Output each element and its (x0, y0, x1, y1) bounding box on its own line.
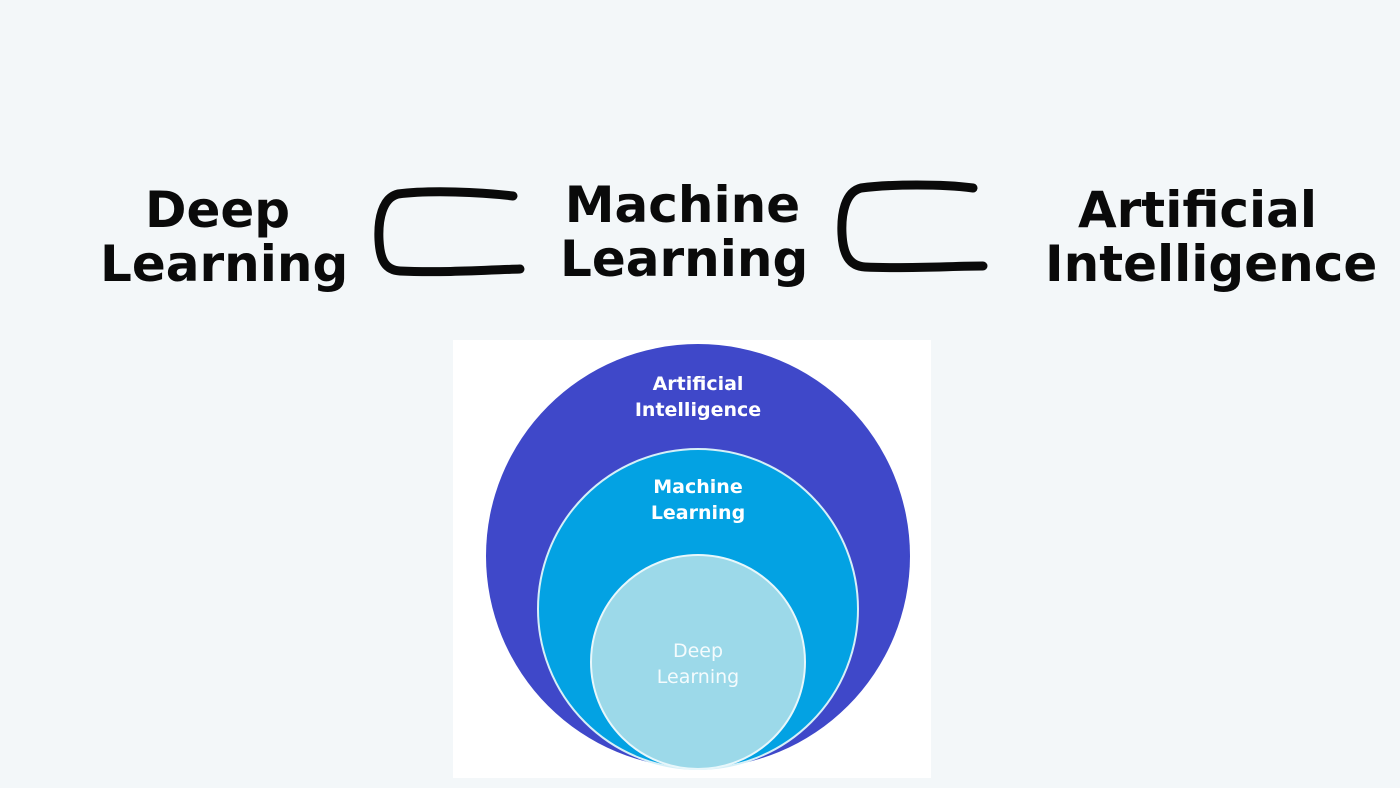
term-machine-learning-line-2: Learning (560, 230, 809, 288)
nested-venn-diagram: Artificial Intelligence Machine Learning… (453, 340, 931, 778)
venn-label-deep-line-2: Learning (657, 666, 740, 688)
term-deep-learning: Deep Learning (100, 181, 349, 293)
venn-label-artificial-line-1: Artificial (653, 373, 744, 395)
term-artificial-intelligence-line-2: Intelligence (1045, 235, 1378, 293)
term-machine-learning-line-1: Machine (564, 176, 801, 234)
venn-label-machine-line-2: Learning (651, 502, 745, 524)
venn-label-deep-line-1: Deep (673, 640, 723, 662)
term-machine-learning: Machine Learning (560, 176, 809, 288)
term-artificial-intelligence-line-1: Artificial (1077, 181, 1318, 239)
venn-label-machine-line-1: Machine (653, 476, 742, 498)
term-deep-learning-line-1: Deep (144, 181, 291, 239)
venn-label-artificial-line-2: Intelligence (635, 399, 761, 421)
subset-of-icon (837, 180, 988, 273)
term-deep-learning-line-2: Learning (100, 235, 349, 293)
term-artificial-intelligence: Artificial Intelligence (1045, 181, 1378, 293)
subset-of-icon (374, 187, 525, 277)
venn-circle-deep-learning (590, 554, 806, 770)
